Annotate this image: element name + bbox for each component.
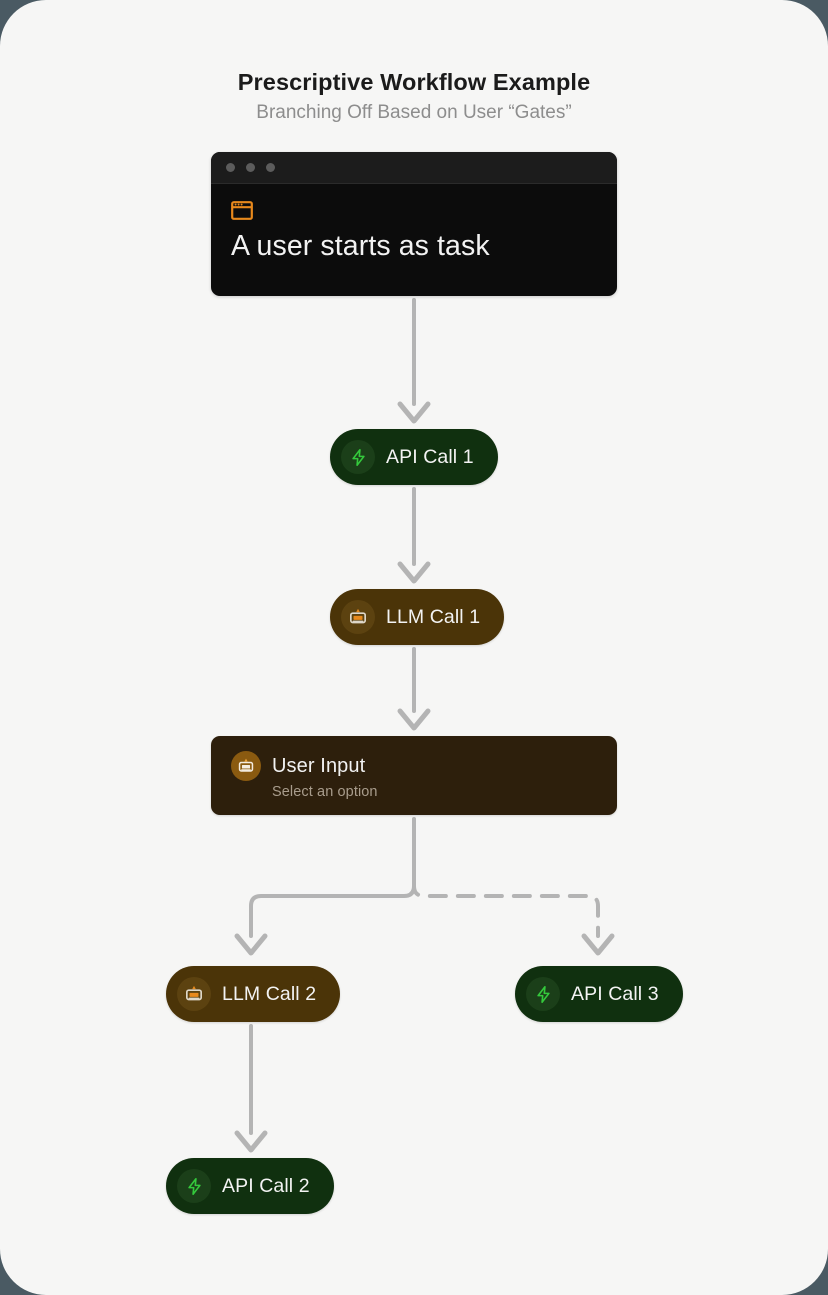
arrowhead-api1	[397, 401, 431, 424]
arrowhead-llm1	[397, 561, 431, 584]
node-label: API Call 3	[571, 982, 659, 1005]
connector-branch-left	[249, 878, 416, 938]
node-api-call-1[interactable]: API Call 1	[330, 429, 498, 485]
window-titlebar	[211, 152, 617, 184]
window-close-dot[interactable]	[226, 163, 235, 172]
heading-block: Prescriptive Workflow Example Branching …	[0, 68, 828, 126]
user-input-header: User Input	[231, 751, 597, 781]
robot-icon	[231, 751, 261, 781]
arrowhead-userinput	[397, 708, 431, 731]
user-input-card[interactable]: User Input Select an option	[211, 736, 617, 815]
start-window-card[interactable]: A user starts as task	[211, 152, 617, 296]
arrowhead-api2	[234, 1130, 268, 1153]
lightning-bolt-icon	[526, 977, 560, 1011]
window-maximize-dot[interactable]	[266, 163, 275, 172]
arrowhead-api3	[581, 933, 615, 956]
start-card-text: A user starts as task	[231, 230, 490, 262]
user-input-title: User Input	[272, 754, 366, 777]
arrowhead-llm2	[234, 933, 268, 956]
node-label: LLM Call 2	[222, 982, 317, 1005]
node-label: API Call 1	[386, 445, 474, 468]
page-title: Prescriptive Workflow Example	[237, 69, 591, 95]
connector-branch-right	[412, 878, 600, 938]
browser-window-icon	[231, 201, 253, 220]
start-card-body: A user starts as task	[211, 184, 617, 263]
page-subtitle: Branching Off Based on User “Gates”	[256, 102, 572, 124]
node-llm-call-2[interactable]: LLM Call 2	[166, 966, 341, 1022]
user-input-subtitle: Select an option	[272, 784, 378, 800]
window-minimize-dot[interactable]	[246, 163, 255, 172]
node-api-call-2[interactable]: API Call 2	[166, 1158, 334, 1214]
node-label: LLM Call 1	[386, 605, 481, 628]
lightning-bolt-icon	[177, 1169, 211, 1203]
robot-icon	[177, 977, 211, 1011]
node-api-call-3[interactable]: API Call 3	[515, 966, 683, 1022]
node-llm-call-1[interactable]: LLM Call 1	[330, 589, 505, 645]
robot-icon	[341, 600, 375, 634]
lightning-bolt-icon	[341, 440, 375, 474]
node-label: API Call 2	[222, 1174, 310, 1197]
